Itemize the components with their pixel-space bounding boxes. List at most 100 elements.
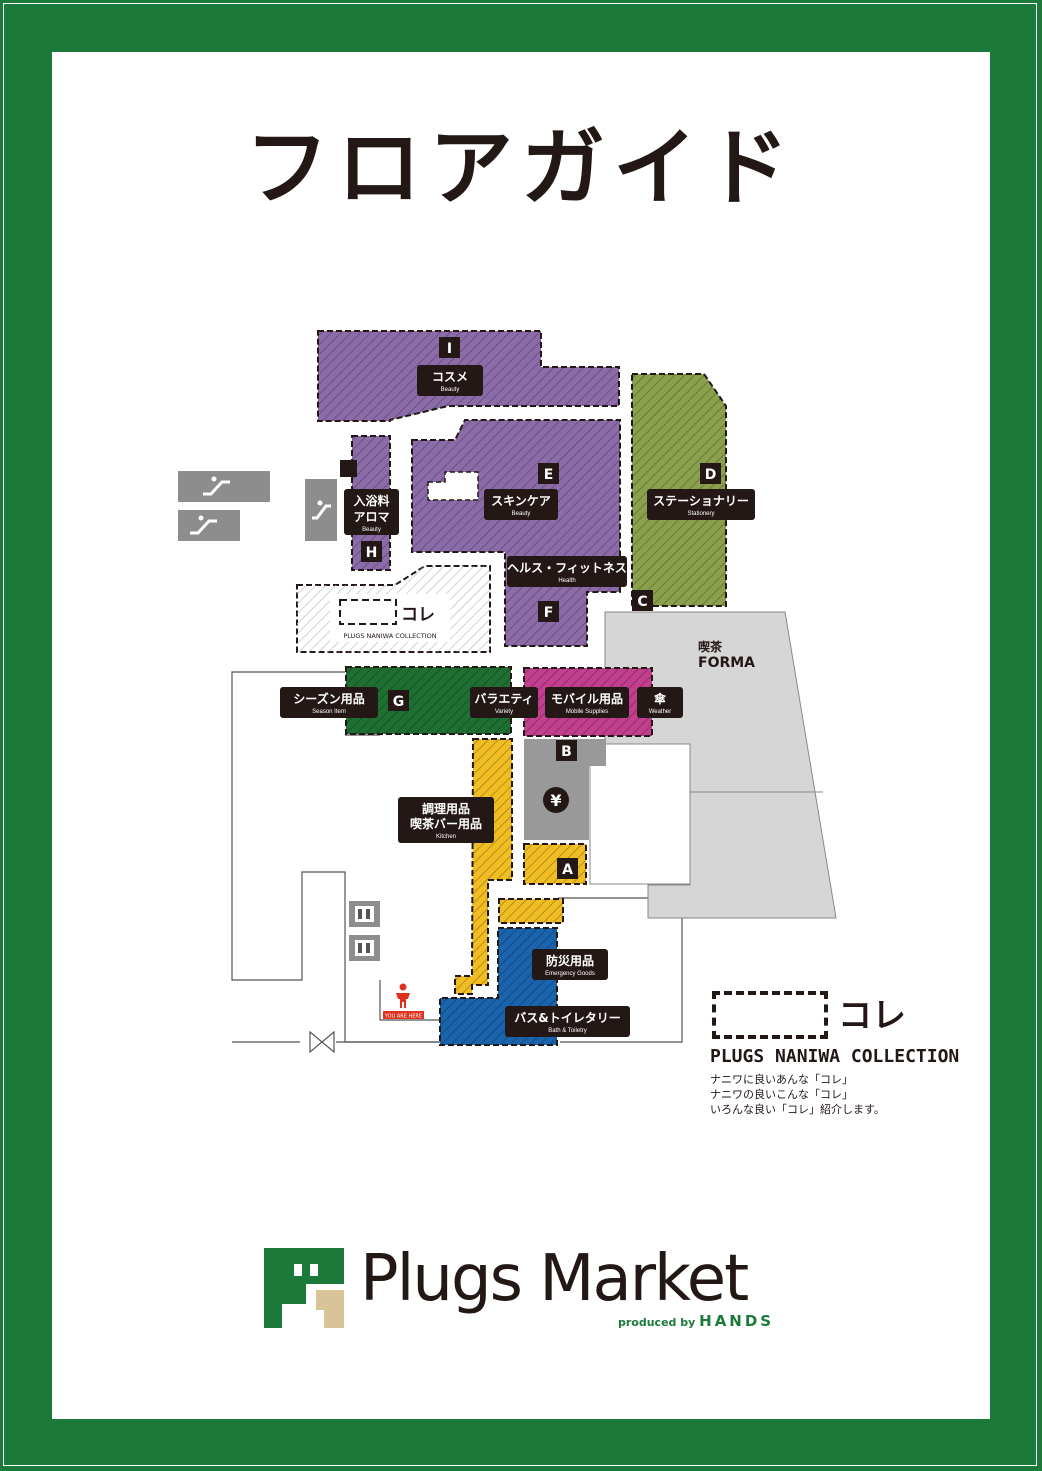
escalator-1[interactable] xyxy=(178,471,270,502)
logo-produced-by: produced by xyxy=(618,1316,696,1329)
badge-c: C xyxy=(632,590,653,611)
svg-text:H: H xyxy=(366,545,378,561)
label-mobile: モバイル用品 Mobile Supplies xyxy=(545,687,629,718)
label-health: ヘルス・フィットネス Health xyxy=(507,556,627,587)
svg-text:Bath & Toiletry: Bath & Toiletry xyxy=(548,1028,587,1034)
svg-text:Stationery: Stationery xyxy=(687,511,714,517)
svg-text:モバイル用品: モバイル用品 xyxy=(551,692,623,706)
svg-text:Mobile Supplies: Mobile Supplies xyxy=(566,709,608,715)
legend-description: ナニワに良いあんな「コレ」 ナニワの良いこんな「コレ」 いろんな良い「コレ」紹介… xyxy=(710,1072,885,1117)
svg-text:D: D xyxy=(705,467,717,483)
svg-text:Variety: Variety xyxy=(495,709,513,715)
poster-panel xyxy=(52,52,990,1419)
collection-name: PLUGS NANIWA COLLECTION xyxy=(343,632,436,640)
legend-dashed-box xyxy=(712,991,828,1039)
legend-kore: コレ xyxy=(838,996,906,1036)
svg-text:傘: 傘 xyxy=(654,691,667,706)
label-variety: バラエティ Variety xyxy=(470,687,538,718)
collection-kore: コレ xyxy=(401,605,435,625)
badge-h: H xyxy=(361,541,382,562)
svg-text:Kitchen: Kitchen xyxy=(436,834,456,840)
svg-text:Weather: Weather xyxy=(649,709,672,715)
brand-logo: Plugs Market produced by HANDS xyxy=(264,1244,784,1334)
svg-text:Season Item: Season Item xyxy=(312,709,346,715)
cafe-label-en: FORMA xyxy=(698,655,755,671)
legend-line: いろんな良い「コレ」紹介します。 xyxy=(710,1103,885,1116)
escalator-icon xyxy=(312,500,331,520)
zone-plugs-naniwa-collection[interactable]: コレ PLUGS NANIWA COLLECTION xyxy=(296,565,491,653)
badge-i: I xyxy=(439,337,460,358)
badge-g: G xyxy=(388,690,409,711)
yen-icon xyxy=(543,787,569,813)
you-are-here-marker: YOU ARE HERE xyxy=(383,983,424,1020)
svg-text:アロマ: アロマ xyxy=(353,510,389,524)
label-bath: バス&トイレタリー Bath & Toiletry xyxy=(505,1006,630,1037)
elevator-icon[interactable] xyxy=(349,935,380,961)
label-umbrella: 傘 Weather xyxy=(637,687,683,718)
logo-tagline: produced by HANDS xyxy=(618,1312,774,1330)
svg-text:Beauty: Beauty xyxy=(512,511,531,517)
escalator-icon xyxy=(190,515,217,535)
marker-square xyxy=(340,460,357,477)
label-season: シーズン用品 Season Item xyxy=(280,687,378,718)
label-stationery: ステーショナリー Stationery xyxy=(647,489,755,520)
escalator-2[interactable] xyxy=(178,510,240,541)
badge-d: D xyxy=(700,463,721,484)
svg-text:防災用品: 防災用品 xyxy=(546,953,594,968)
store-room xyxy=(589,743,691,885)
svg-text:ステーショナリー: ステーショナリー xyxy=(653,494,749,508)
legend-line: ナニワに良いあんな「コレ」 xyxy=(710,1073,853,1086)
escalator-3[interactable] xyxy=(305,479,337,541)
svg-text:スキンケア: スキンケア xyxy=(491,494,551,508)
badge-a: A xyxy=(557,858,578,879)
door-icon xyxy=(309,1030,335,1054)
label-cosme: コスメ Beauty xyxy=(417,365,483,396)
svg-text:入浴料: 入浴料 xyxy=(353,493,389,508)
svg-text:Emergency Goods: Emergency Goods xyxy=(545,971,595,977)
svg-text:バス&トイレタリー: バス&トイレタリー xyxy=(514,1011,620,1025)
zone-b-atm[interactable]: ¥ xyxy=(524,739,606,840)
cafe-label-jp: 喫茶 xyxy=(698,639,723,654)
escalator-icon xyxy=(203,476,230,496)
svg-text:C: C xyxy=(637,594,647,610)
zone-kitchen[interactable] xyxy=(454,738,513,995)
logo-brand: HANDS xyxy=(699,1312,775,1330)
page-title: フロアガイド xyxy=(244,119,797,217)
legend-name: PLUGS NANIWA COLLECTION xyxy=(710,1046,960,1067)
legend-line: ナニワの良いこんな「コレ」 xyxy=(710,1088,853,1101)
svg-text:I: I xyxy=(447,341,452,357)
logo-mark-icon xyxy=(264,1248,344,1328)
svg-text:G: G xyxy=(393,694,405,710)
svg-text:B: B xyxy=(561,744,572,760)
svg-text:調理用品: 調理用品 xyxy=(422,801,470,816)
label-kitchen: 調理用品 喫茶バー用品 Kitchen xyxy=(398,797,494,843)
svg-text:ヘルス・フィットネス: ヘルス・フィットネス xyxy=(507,561,627,575)
badge-e: E xyxy=(538,463,559,484)
badge-f: F xyxy=(538,601,559,622)
label-skincare: スキンケア Beauty xyxy=(484,489,558,520)
svg-text:喫茶バー用品: 喫茶バー用品 xyxy=(410,816,482,831)
frame-outline xyxy=(3,3,1037,1466)
svg-text:コスメ: コスメ xyxy=(432,370,468,384)
svg-text:Beauty: Beauty xyxy=(441,387,460,393)
logo-wordmark: Plugs Market xyxy=(360,1242,749,1316)
svg-text:A: A xyxy=(562,862,573,878)
svg-text:バラエティ: バラエティ xyxy=(474,692,533,706)
restroom-icon[interactable] xyxy=(349,901,380,927)
you-are-here-icon xyxy=(396,983,410,1008)
svg-text:F: F xyxy=(544,605,554,621)
yen-symbol: ¥ xyxy=(550,791,561,810)
svg-text:E: E xyxy=(544,467,554,483)
svg-text:シーズン用品: シーズン用品 xyxy=(293,691,364,706)
label-bath-aroma: 入浴料 アロマ Beauty xyxy=(344,489,399,535)
svg-text:Beauty: Beauty xyxy=(362,527,381,533)
zone-emergency-strip[interactable] xyxy=(498,898,564,924)
zone-e-skincare[interactable] xyxy=(411,419,621,647)
you-are-here-text: YOU ARE HERE xyxy=(384,1014,422,1020)
label-emergency: 防災用品 Emergency Goods xyxy=(532,949,608,980)
badge-b: B xyxy=(556,740,577,761)
floor-outline xyxy=(231,671,683,1043)
svg-text:Health: Health xyxy=(558,578,575,584)
